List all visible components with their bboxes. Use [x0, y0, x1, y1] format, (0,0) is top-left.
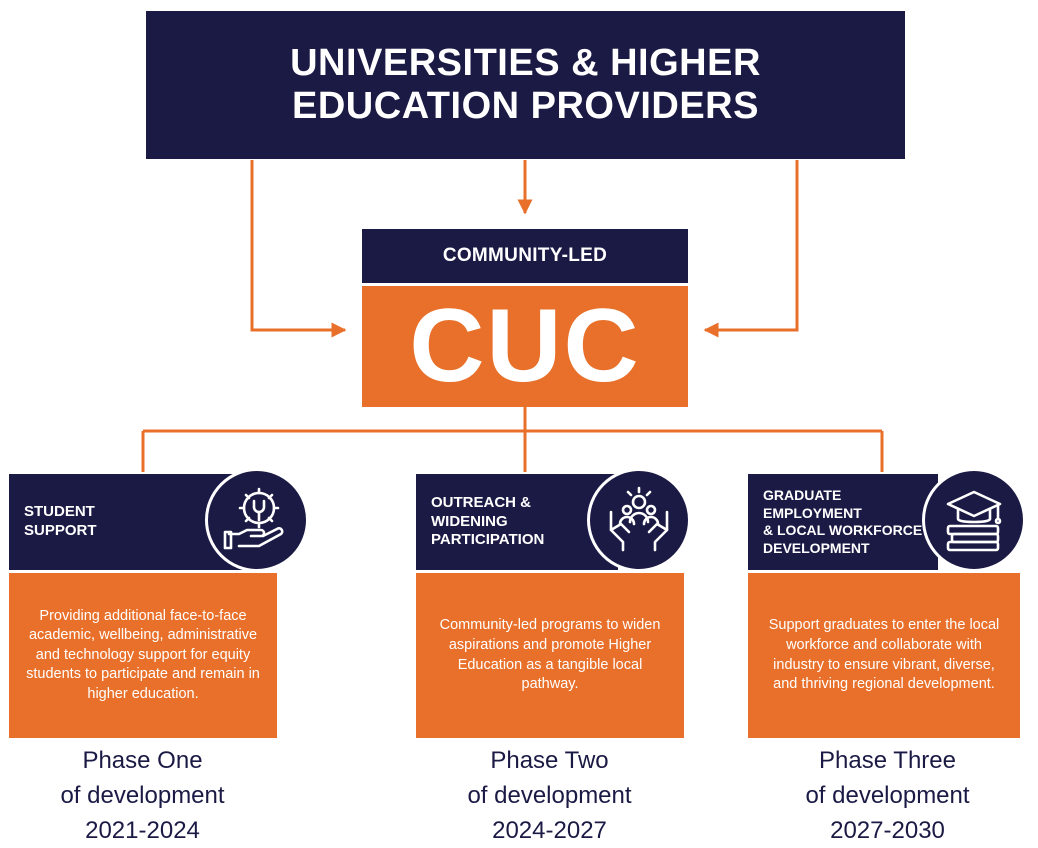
phase-subtitle: of development — [805, 781, 970, 809]
phase-years: 2027-2030 — [830, 816, 945, 844]
column-title-line: DEVELOPMENT — [763, 539, 870, 556]
graduation-cap-books-icon — [922, 468, 1026, 572]
community-led-label: COMMUNITY-LED — [362, 229, 688, 283]
column-title-line: STUDENT — [24, 503, 95, 521]
universities-box: UNIVERSITIES & HIGHER EDUCATION PROVIDER… — [146, 11, 905, 159]
column-title-line: WIDENING — [431, 512, 508, 530]
column-title-line: PARTICIPATION — [431, 531, 545, 549]
phase-two: Phase Two of development 2024-2027 — [427, 744, 672, 848]
graduate-employment-header: GRADUATE EMPLOYMENT & LOCAL WORKFORCE DE… — [748, 474, 938, 570]
column-title-line: EMPLOYMENT — [763, 504, 862, 521]
people-in-hands-icon — [587, 468, 691, 572]
column-title-line: OUTREACH & — [431, 493, 531, 511]
right-arrow — [703, 160, 799, 338]
column-title-line: & LOCAL WORKFORCE — [763, 522, 923, 538]
phase-subtitle: of development — [60, 781, 225, 809]
universities-line-2: EDUCATION PROVIDERS — [292, 85, 759, 127]
gear-wrench-hand-icon — [205, 468, 309, 572]
phase-one: Phase One of development 2021-2024 — [20, 744, 265, 848]
phase-title: Phase Three — [819, 747, 956, 774]
student-support-description: Providing additional face-to-face academ… — [9, 573, 277, 738]
phase-years: 2024-2027 — [492, 816, 607, 844]
graduate-employment-description: Support graduates to enter the local wor… — [748, 573, 1020, 738]
outreach-header: OUTREACH & WIDENING PARTICIPATION — [416, 474, 618, 570]
column-title-line: GRADUATE — [763, 487, 842, 503]
cuc-box: CUC — [362, 286, 688, 407]
phase-title: Phase One — [82, 747, 203, 774]
column-title-line: SUPPORT — [24, 522, 97, 539]
phase-three: Phase Three of development 2027-2030 — [765, 744, 1010, 848]
left-arrow — [250, 160, 347, 338]
outreach-description: Community-led programs to widen aspirati… — [416, 573, 684, 738]
phase-subtitle: of development — [467, 781, 632, 809]
universities-line-1: UNIVERSITIES & HIGHER — [290, 42, 761, 85]
phase-years: 2021-2024 — [85, 816, 200, 844]
phase-title: Phase Two — [490, 747, 609, 774]
branch-line — [141, 407, 884, 472]
